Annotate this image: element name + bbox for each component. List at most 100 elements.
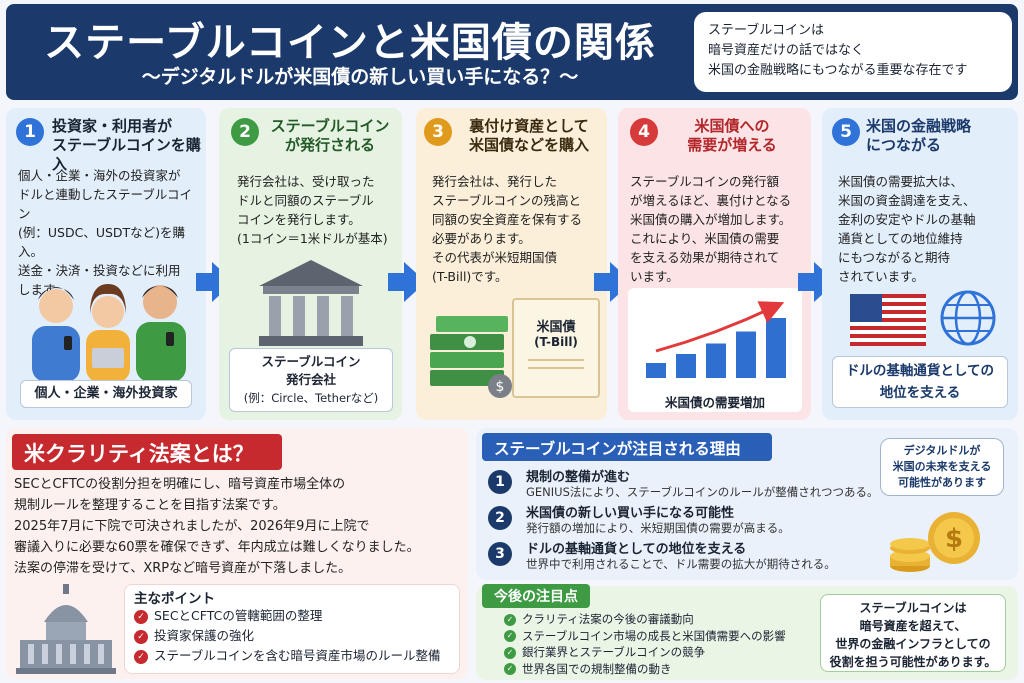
conclusion-box: ステーブルコインは 暗号資産を超えて、 世界の金融インフラとしての 役割を担う可… [820, 594, 1006, 672]
key-point-text: SECとCFTCの管轄範囲の整理 [154, 608, 323, 623]
globe-icon [940, 290, 996, 346]
reserve-label-line: ドルの基軸通貨としての [845, 363, 995, 379]
check-icon: ✓ [504, 630, 516, 642]
callout-line: 米国の未来を支える [892, 460, 992, 473]
check-icon: ✓ [504, 613, 516, 626]
step-body: 個人・企業・海外の投資家が ドルと連動したステーブルコイン (例：USDC、US… [18, 166, 204, 299]
conclusion-line: 世界の金融インフラとしての [835, 637, 991, 651]
bank-building-icon [259, 260, 363, 346]
watch-point-text: 銀行業界とステーブルコインの競争 [522, 645, 706, 659]
chart-bar [766, 318, 786, 378]
step-body-line: います。 [630, 269, 679, 284]
key-point-item: ✓投資家保護の強化 [134, 626, 456, 646]
reason-number: 1 [488, 470, 512, 494]
watch-point-item: ✓世界各国での規制整備の動き [504, 661, 816, 678]
key-points-list: ✓ SECとCFTCの管轄範囲の整理 ✓投資家保護の強化 ✓ ステーブルコインを含む… [134, 606, 456, 666]
chart-bar [736, 331, 756, 378]
reason-number: 2 [488, 506, 512, 530]
step-title-line: につながる [866, 136, 942, 154]
reason-item: 3 ドルの基軸通貨としての地位を支える 世界中で利用されることで、ドル需要の拡大… [488, 538, 868, 574]
key-point-text: 投資家保護の強化 [154, 628, 255, 643]
step-body-line: 米国債の購入が増加します。 [630, 212, 792, 227]
reasons-list: 1 規制の整備が進む GENIUS法により、ステーブルコインのルールが整備されつ… [488, 466, 879, 574]
conclusion-line: ステーブルコインは [859, 601, 967, 615]
key-point-item: ✓ ステーブルコインを含む暗号資産市場のルール整備 [134, 646, 456, 666]
chart-bar [676, 354, 696, 378]
issuer-label-line: 発行会社 [285, 372, 336, 387]
check-icon: ✓ [134, 649, 148, 664]
page-title: ステーブルコインと米国債の関係 [44, 20, 656, 66]
clarity-act-line: SECとCFTCの役割分担を明確にし、暗号資産市場全体の [14, 477, 346, 492]
step-5-panel: 5 米国の金融戦略 につながる 米国債の需要拡大は、 米国の資金調達を支え、 金… [822, 108, 1018, 420]
callout-line: デジタルドルが [903, 444, 981, 457]
step-title-line: 需要が増える [687, 136, 777, 154]
step-4-panel: 4 米国債への 需要が増える ステーブルコインの発行額 が増えるほど、裏付けとな… [618, 108, 811, 420]
us-flag-icon [850, 294, 926, 346]
step-body-line: 発行会社は、受け取った [237, 174, 375, 189]
clarity-act-line: 2025年7月に下院で可決されましたが、2026年9月に上院で [14, 519, 370, 534]
check-icon: ✓ [134, 609, 148, 624]
step-number: 3 [424, 118, 452, 146]
step-body-line: コインを発行します。 [237, 212, 361, 227]
demand-chart-card: 米国債の需要増加 [628, 288, 802, 412]
chart-bar [646, 363, 666, 378]
step-body-line: 金利の安定やドルの基軸 [838, 212, 976, 227]
step-body: 発行会社は、受け取った ドルと同額のステーブル コインを発行します。 (1コイン… [237, 172, 397, 248]
step-body-line: を支える効果が期待されて [630, 250, 780, 265]
header-note-line: ステーブルコインは [708, 23, 824, 38]
step-body-line: にもつながると期待 [838, 250, 951, 265]
clarity-act-line: 法案の停滞を受けて、XRPなど暗号資産が下落しました。 [14, 561, 352, 576]
step-title-line: 米国債などを購入 [468, 136, 589, 154]
step-body-line: 発行会社は、発行した [432, 174, 558, 189]
watch-point-item: ✓ クラリティ法案の今後の審議動向 [504, 611, 816, 628]
key-points-box [124, 584, 460, 674]
step-title-line: ステーブルコイン [270, 117, 390, 135]
issuer-example: (例：Circle、Tetherなど) [243, 391, 379, 405]
watch-point-text: 世界各国での規制整備の動き [522, 661, 672, 676]
reasons-title: ステーブルコインが注目される理由 [482, 433, 772, 461]
step-number: 4 [630, 118, 658, 146]
watch-point-item: ✓ステーブルコイン市場の成長と米国債需要への影響 [504, 628, 816, 645]
clarity-act-body: SECとCFTCの役割分担を明確にし、暗号資産市場全体の 規制ルールを整理するこ… [14, 474, 464, 579]
reason-item: 2 米国債の新しい買い手になる可能性 発行額の増加により、米短期国債の需要が高ま… [488, 502, 868, 538]
key-point-item: ✓ SECとCFTCの管轄範囲の整理 [134, 606, 456, 626]
step-body: ステーブルコインの発行額 が増えるほど、裏付けとなる 米国債の購入が増加します。… [630, 172, 808, 286]
watch-point-text: クラリティ法案の今後の審議動向 [522, 612, 694, 626]
treasury-bill-document: 米国債 (T-Bill) [512, 298, 600, 398]
step-3-panel: 3 裏付け資産として 米国債などを購入 発行会社は、発行した ステーブルコインの… [416, 108, 607, 420]
reason-title: 規制の整備が進む [526, 470, 631, 485]
step-body-line: 必要があります。 [432, 231, 531, 246]
svg-text:$: $ [945, 524, 963, 554]
step-2-panel: 2 ステーブルコイン が発行される 発行会社は、受け取った ドルと同額のステーブ… [219, 108, 402, 420]
step-title-line: 米国の金融戦略 [866, 117, 972, 135]
reason-item: 1 規制の整備が進む GENIUS法により、ステーブルコインのルールが整備されつ… [488, 466, 879, 502]
step-body-line: (T-Bill)です。 [432, 269, 508, 284]
clarity-act-line: 審議入りに必要な60票を確保できず、年内成立は難しくなりました。 [14, 540, 420, 555]
step-title: ステーブルコイン が発行される [263, 117, 397, 155]
page-subtitle: 〜デジタルドルが米国債の新しい買い手になる？〜 [141, 66, 579, 88]
reason-number: 3 [488, 542, 512, 566]
step-title: 投資家・利用者が ステーブルコインを購入 [52, 117, 202, 174]
reason-title: ドルの基軸通貨としての地位を支える [526, 542, 747, 557]
header-note-line: 暗号資産だけの話ではなく [708, 43, 865, 58]
chart-bar [706, 343, 726, 378]
step-body-line: その代表が米短期国債 [432, 250, 558, 265]
chart-title: 米国債の需要増加 [664, 395, 765, 410]
issuer-label-line: ステーブルコイン [261, 354, 361, 369]
step-body-line: ドルと連動したステーブルコイン [18, 187, 193, 221]
step-body-line: (1コイン＝1米ドルが基本) [237, 231, 388, 246]
watch-points-title: 今後の注目点 [482, 584, 590, 608]
step-body-line: 同額の安全資産を保有する [432, 212, 583, 227]
step-body-line: これにより、米国債の需要 [630, 231, 780, 246]
step-title-line: ステーブルコインを購入 [52, 136, 201, 173]
investors-label: 個人・企業・海外投資家 [20, 380, 192, 408]
reason-desc: 発行額の増加により、米短期国債の需要が高まる。 [526, 521, 790, 535]
step-body-line: されています。 [838, 269, 924, 284]
step-title-line: 米国債への [694, 117, 770, 135]
reserve-label-line: 地位を支える [879, 385, 961, 401]
step-body-line: 個人・企業・海外の投資家が [18, 168, 181, 183]
demand-bar-chart [646, 301, 786, 378]
trend-arrow [655, 301, 785, 353]
key-point-text: ステーブルコインを含む暗号資産市場のルール整備 [154, 648, 441, 663]
step-title: 米国の金融戦略 につながる [866, 117, 1006, 155]
